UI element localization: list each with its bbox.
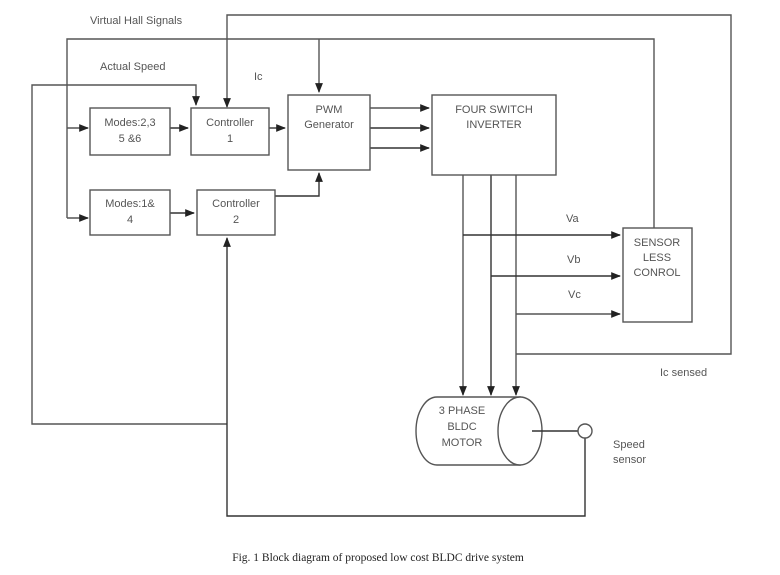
pwm-line1: PWM bbox=[316, 104, 343, 116]
sensorless-control-block: SENSOR LESS CONROL bbox=[622, 227, 693, 323]
inverter-line2: INVERTER bbox=[466, 119, 521, 131]
modes-14-block: Modes:1& 4 bbox=[89, 189, 171, 236]
ic-sensed-label: Ic sensed bbox=[660, 367, 707, 379]
vb-label: Vb bbox=[567, 254, 580, 266]
motor-line1: 3 PHASE bbox=[439, 405, 485, 417]
controller-2-line1: Controller bbox=[212, 198, 260, 210]
vc-label: Vc bbox=[568, 289, 581, 301]
modes-2356-block: Modes:2,3 5 &6 bbox=[89, 107, 171, 156]
speed-sensor-label-2: sensor bbox=[613, 454, 646, 466]
actual-speed-label: Actual Speed bbox=[100, 61, 165, 73]
modes-14-line1: Modes:1& bbox=[105, 198, 155, 210]
controller-2-to-pwm bbox=[275, 172, 323, 197]
ic-label: Ic bbox=[254, 71, 263, 83]
sensorless-line3: CONROL bbox=[633, 267, 680, 279]
virtual-hall-signals-label: Virtual Hall Signals bbox=[90, 15, 183, 27]
figure-caption: Fig. 1 Block diagram of proposed low cos… bbox=[232, 552, 524, 564]
actual-speed-loop bbox=[31, 84, 227, 425]
controller-1-line1: Controller bbox=[206, 117, 254, 129]
four-switch-inverter-block: FOUR SWITCH INVERTER bbox=[431, 94, 557, 176]
controller-2-block: Controller 2 bbox=[196, 189, 276, 236]
motor-line3: MOTOR bbox=[442, 437, 483, 449]
controller-1-block: Controller 1 bbox=[190, 107, 270, 156]
modes-14-line2: 4 bbox=[127, 214, 133, 226]
speed-sensor-feedback bbox=[223, 237, 586, 517]
motor-line2: BLDC bbox=[447, 421, 476, 433]
bldc-motor: 3 PHASE BLDC MOTOR bbox=[415, 396, 543, 466]
speed-sensor-icon bbox=[577, 423, 593, 439]
sensorless-line1: SENSOR bbox=[634, 237, 681, 249]
controller-2-line2: 2 bbox=[233, 214, 239, 226]
modes-2356-line2: 5 &6 bbox=[119, 133, 142, 145]
inverter-line1: FOUR SWITCH bbox=[455, 104, 533, 116]
pwm-line2: Generator bbox=[304, 119, 354, 131]
ic-sensed-loop bbox=[223, 14, 732, 355]
modes-2356-line1: Modes:2,3 bbox=[104, 117, 155, 129]
pwm-generator-block: PWM Generator bbox=[287, 94, 371, 171]
controller-1-line2: 1 bbox=[227, 133, 233, 145]
speed-sensor-label-1: Speed bbox=[613, 439, 645, 451]
sensorless-line2: LESS bbox=[643, 252, 671, 264]
va-label: Va bbox=[566, 213, 580, 225]
